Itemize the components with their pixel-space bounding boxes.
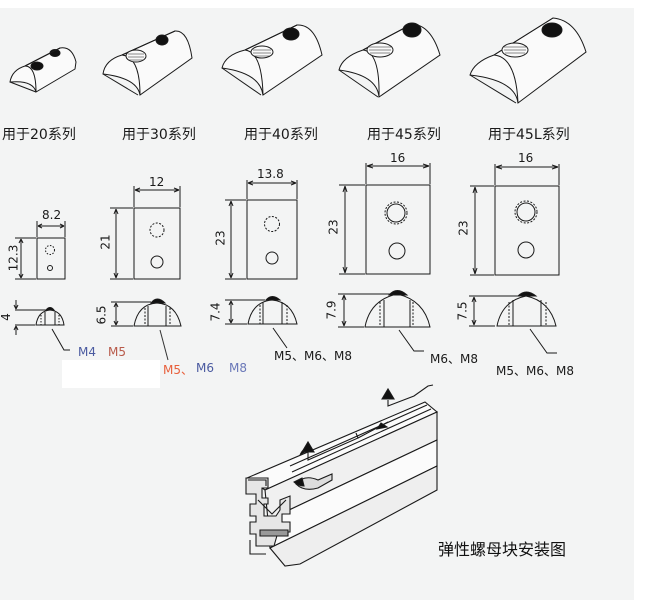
right-margin [634,0,668,600]
nut-iso-20 [9,47,77,93]
dim-width-40: 13.8 [257,167,284,181]
dim-thickness-45L: 7.5 [455,301,470,321]
dim-height-20: 12.3 [6,244,21,272]
dim-thickness-45: 7.9 [324,300,339,320]
plan-45 [339,163,431,275]
series-label-45: 用于45系列 [367,127,441,143]
thread-label-20-m4: M4 [78,345,96,359]
thread-label-45L: M5、M6、M8 [496,364,574,378]
profile-45L [469,291,557,354]
dim-width-45L: 16 [518,151,534,165]
thread-label-30-m5: M5、 [163,363,193,377]
profile-40 [225,296,298,349]
nut-iso-45 [338,22,441,98]
nut-iso-45L [469,17,587,104]
dim-thickness-20: 4 [0,313,13,321]
series-label-45L: 用于45L系列 [488,127,570,143]
plan-30 [110,186,181,280]
thread-label-30-m6: M6 [196,361,214,375]
dim-thickness-30: 6.5 [94,305,109,325]
top-margin [0,0,668,8]
thread-label-40: M5、M6、M8 [274,349,352,363]
dim-height-45: 23 [326,219,341,235]
profile-20 [13,300,70,351]
dim-width-45: 16 [390,151,406,165]
thread-label-45: M6、M8 [430,352,478,366]
plan-45L [470,164,560,276]
profile-30 [111,298,182,361]
nut-iso-40 [221,24,323,96]
dim-width-30: 12 [149,175,165,189]
series-label-20: 用于20系列 [2,127,76,143]
nut-iso-30 [102,30,193,96]
plan-20 [15,221,66,280]
plan-40 [225,180,298,280]
dim-thickness-40: 7.4 [208,302,223,322]
thread-label-20-m5: M5 [108,345,126,359]
dim-height-30: 21 [98,234,113,250]
aluminum-profile-assembly [245,384,439,567]
series-label-40: 用于40系列 [244,127,318,143]
dim-width-20: 8.2 [42,208,62,222]
thread-label-30-m8: M8 [229,361,247,375]
dim-height-40: 23 [213,230,228,246]
white-patch [62,360,160,388]
dim-height-45L: 23 [456,220,471,236]
profile-45 [338,290,431,352]
series-label-30: 用于30系列 [122,127,196,143]
installation-caption: 弹性螺母块安装图 [438,540,567,559]
